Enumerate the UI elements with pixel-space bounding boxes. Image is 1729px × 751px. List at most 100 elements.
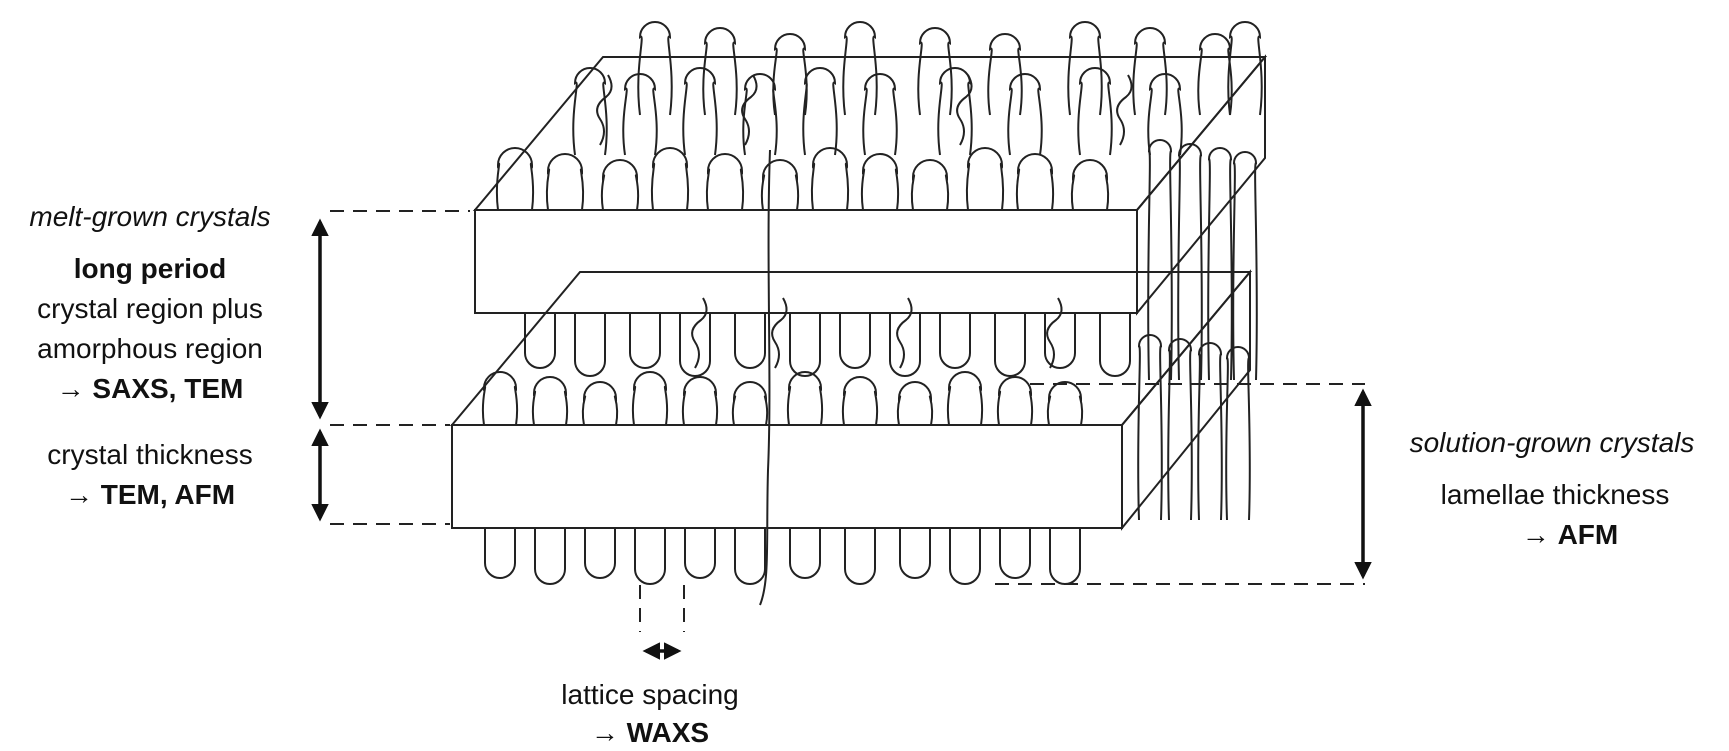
lower-chain-fold: [946, 371, 984, 426]
lower-chain-folds: [481, 149, 1251, 606]
upper-chain-fold: [760, 159, 800, 211]
methods-saxs-tem: SAXS, TEM: [92, 373, 244, 404]
back-chain-folds: [572, 21, 1263, 156]
lower-chain-loop: [949, 528, 981, 585]
upper-chain-loop: [734, 313, 766, 369]
lower-chain-loop: [844, 528, 876, 585]
upper-chain-fold: [650, 147, 690, 211]
saxs-tem-methods: → SAXS, TEM: [0, 372, 300, 406]
upper-lamella-side-face: [1136, 54, 1266, 316]
upper-chain-loop: [839, 313, 871, 369]
back-chain-fold: [1007, 73, 1043, 156]
lattice-spacing-label: lattice spacing: [561, 679, 739, 710]
side-chain-fold: [1207, 147, 1233, 381]
back-chain-fold: [622, 73, 658, 156]
loose-chain-end: [741, 74, 758, 146]
lower-chain-fold: [996, 376, 1034, 426]
upper-chain-loop: [1044, 313, 1076, 369]
side-chain-fold: [1225, 346, 1251, 521]
lower-chain-fold: [896, 381, 934, 426]
upper-chain-folds: [495, 139, 1258, 381]
lower-chain-loop: [484, 528, 516, 579]
side-chain-fold: [1167, 338, 1193, 521]
crystal-region-label: crystal region plus: [37, 293, 263, 324]
side-chain-fold: [1197, 342, 1223, 521]
back-chain-fold: [1077, 67, 1113, 156]
side-chain-fold: [1137, 334, 1163, 521]
back-chain-fold: [917, 27, 953, 116]
loose-chain-end: [596, 74, 613, 146]
upper-chain-fold: [860, 153, 900, 211]
upper-chain-loop: [889, 313, 921, 377]
back-chain-fold: [772, 33, 808, 116]
upper-chain-loop: [789, 313, 821, 377]
arrow-glyph: →: [64, 479, 93, 510]
loose-chain-end: [1046, 297, 1063, 369]
solution-grown-heading: solution-grown crystals: [1409, 427, 1695, 458]
lower-chain-fold: [841, 376, 879, 426]
lower-lamella-front-face: [451, 424, 1123, 529]
crystal-thickness-label: crystal thickness: [47, 439, 253, 470]
side-chain-fold: [1232, 151, 1258, 381]
back-chain-fold: [1067, 21, 1103, 116]
afm-method: → AFM: [1420, 518, 1720, 552]
lower-chain-loop: [1049, 528, 1081, 585]
upper-chain-loop: [1099, 313, 1131, 377]
melt-grown-heading: melt-grown crystals: [29, 201, 271, 232]
back-chain-fold: [1227, 21, 1263, 116]
lower-chain-fold: [1046, 381, 1084, 426]
lamellae-thickness-label: lamellae thickness: [1440, 479, 1670, 510]
method-afm: AFM: [1557, 519, 1619, 550]
upper-chain-fold: [495, 147, 535, 211]
tie-chain: [759, 149, 771, 606]
dimension-guides: [330, 210, 1365, 632]
method-waxs: WAXS: [626, 717, 710, 748]
lower-lamella: [449, 269, 1253, 531]
upper-lamella-front-face: [474, 209, 1138, 314]
lower-chain-loop: [789, 528, 821, 579]
upper-chain-fold: [705, 153, 745, 211]
upper-chain-fold: [810, 147, 850, 211]
upper-chain-fold: [600, 159, 640, 211]
lower-chain-loop: [584, 528, 616, 579]
lower-chain-fold: [786, 371, 824, 426]
upper-chain-fold: [1070, 159, 1110, 211]
upper-chain-loop: [994, 313, 1026, 377]
upper-chain-loop: [629, 313, 661, 369]
back-chain-fold: [702, 27, 738, 116]
amorphous-region-label: amorphous region: [37, 333, 263, 364]
back-chain-fold: [682, 67, 718, 156]
back-chain-fold: [637, 21, 673, 116]
tem-afm-methods: → TEM, AFM: [0, 478, 300, 512]
upper-chain-fold: [1015, 153, 1055, 211]
waxs-method: → WAXS: [500, 716, 800, 750]
lower-chain-loop: [899, 528, 931, 579]
loose-chain-end: [896, 297, 913, 369]
upper-chain-loop: [574, 313, 606, 377]
loose-chain-end: [1116, 74, 1133, 146]
back-chain-fold: [842, 21, 878, 116]
back-chain-fold: [987, 33, 1023, 116]
methods-tem-afm: TEM, AFM: [100, 479, 236, 510]
arrow-glyph: →: [56, 373, 85, 404]
back-chain-fold: [1147, 73, 1183, 156]
upper-chain-fold: [910, 159, 950, 211]
loose-chain-end: [956, 74, 973, 146]
loose-chain-end: [691, 297, 708, 369]
lower-chain-fold: [581, 381, 619, 426]
upper-lamella: [472, 54, 1268, 316]
side-chain-fold: [1177, 143, 1203, 381]
lower-chain-loop: [684, 528, 716, 579]
lower-lamella-side-face: [1121, 269, 1251, 531]
upper-chain-fold: [965, 147, 1005, 211]
upper-chain-fold: [545, 153, 585, 211]
loose-chain-end: [771, 297, 788, 369]
upper-lamella-top-face: [472, 56, 1268, 211]
lower-chain-fold: [531, 376, 569, 426]
lower-chain-fold: [481, 371, 519, 426]
arrow-glyph: →: [590, 717, 619, 748]
dimension-arrows: [311, 218, 1372, 660]
back-chain-fold: [802, 67, 838, 156]
long-period-label: long period: [73, 253, 227, 284]
